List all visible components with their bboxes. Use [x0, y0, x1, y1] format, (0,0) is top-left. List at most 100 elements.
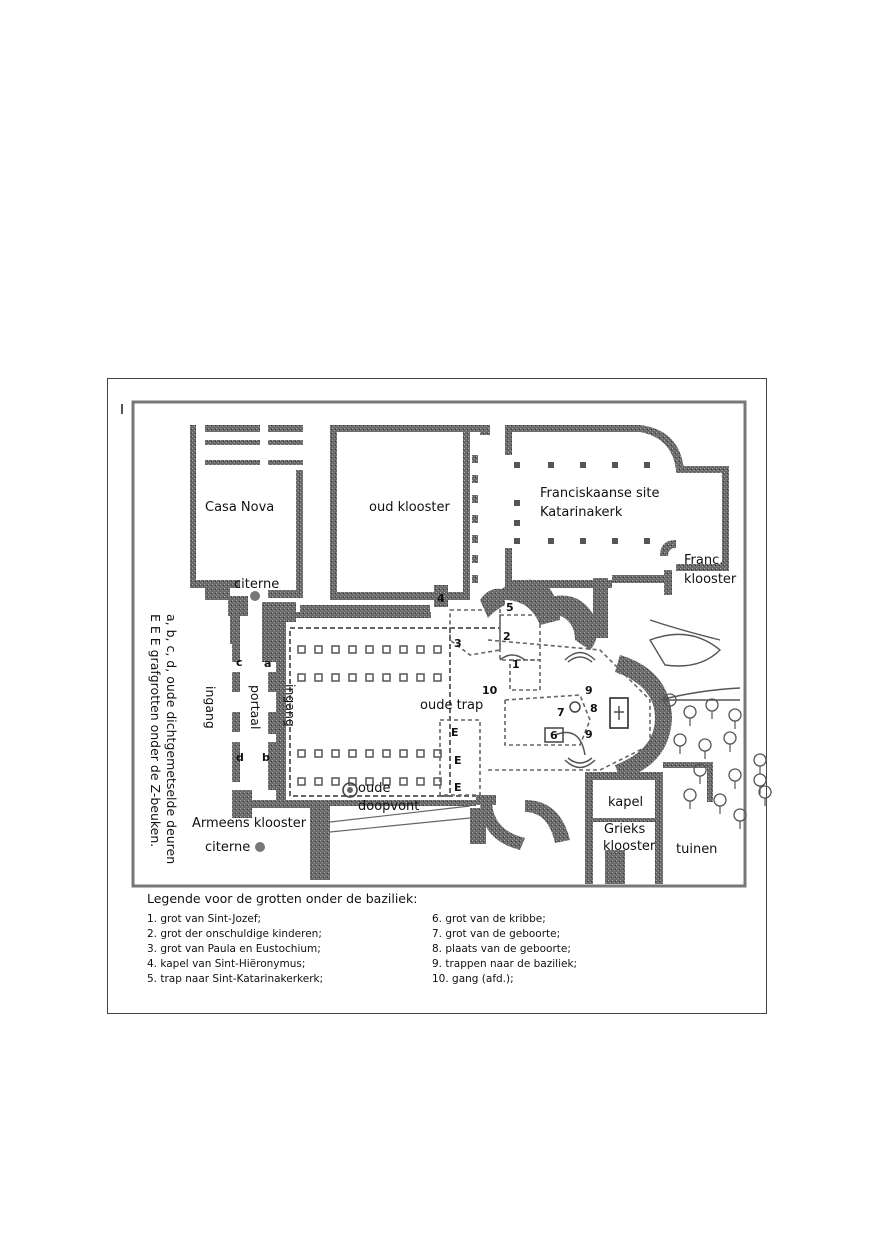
legend-item: 9. trappen naar de baziliek; — [432, 958, 578, 970]
column-marker — [399, 673, 408, 682]
casa-nova-block — [190, 425, 303, 598]
narthex-walls — [230, 612, 320, 818]
label-portaal: portaal — [248, 685, 263, 729]
label-oude: oude — [358, 781, 390, 796]
column-marker — [348, 673, 357, 682]
map-labels: Casa Nova oud klooster Franciskaanse sit… — [148, 486, 737, 864]
legend-item: 8. plaats van de geboorte; — [432, 943, 571, 955]
tree-mark — [673, 733, 687, 747]
marker-3: 3 — [454, 637, 462, 650]
legend-item: 1. grot van Sint-Jozef; — [147, 913, 262, 925]
column-marker — [365, 673, 374, 682]
tree-mark — [683, 788, 697, 802]
label-doopvont: doopvont — [358, 799, 419, 814]
south-stair — [329, 805, 471, 833]
apse-arches — [499, 651, 596, 769]
label-casa-nova: Casa Nova — [205, 500, 274, 515]
tree-mark — [753, 773, 767, 787]
column-marker — [399, 645, 408, 654]
east-garden — [648, 619, 741, 701]
label-ingang-right: ingang — [283, 684, 298, 727]
nave-outer-walls — [286, 612, 476, 806]
map-markers: 1 2 3 4 5 6 7 8 9 9 10 a b c d E E E — [236, 592, 598, 794]
outer-boundary — [131, 400, 747, 888]
label-oud-klooster: oud klooster — [369, 500, 450, 515]
label-oude-trap: oude trap — [420, 698, 483, 713]
marker-b: b — [262, 751, 270, 764]
column-marker — [416, 673, 425, 682]
nave-columns — [297, 645, 442, 786]
label-tuinen: tuinen — [676, 842, 717, 857]
tree-mark — [698, 738, 712, 752]
marker-5: 5 — [506, 601, 514, 614]
south-chapels — [310, 762, 713, 884]
tree-mark — [723, 731, 737, 745]
column-marker — [382, 749, 391, 758]
column-marker — [433, 673, 442, 682]
column-marker — [348, 777, 357, 786]
column-marker — [416, 777, 425, 786]
column-marker — [416, 645, 425, 654]
katarinakerk-block — [505, 425, 729, 638]
marker-e-3: E — [454, 781, 462, 794]
marker-9-top: 9 — [585, 684, 593, 697]
legend-left-column: 1. grot van Sint-Jozef; 2. grot der onsc… — [147, 912, 323, 987]
column-marker — [297, 749, 306, 758]
legend-item: 2. grot der onschuldige kinderen; — [147, 928, 322, 940]
column-marker — [433, 645, 442, 654]
side-note-line1: a, b, c, d, oude dichtgemetselde deuren — [164, 614, 179, 864]
doopvont-mark — [342, 782, 358, 798]
label-grieks: Grieks — [604, 822, 646, 837]
column-marker — [382, 673, 391, 682]
citerne-bottom-mark — [255, 842, 265, 852]
label-franc: Franc. — [684, 553, 723, 568]
column-marker — [314, 777, 323, 786]
marker-c: c — [236, 656, 243, 669]
katarinakerk-columns — [514, 462, 650, 544]
legend-item: 6. grot van de kribbe; — [432, 913, 546, 925]
column-marker — [433, 749, 442, 758]
column-marker — [314, 749, 323, 758]
column-marker — [365, 645, 374, 654]
label-grieks-klooster: klooster — [603, 839, 656, 854]
legend-item: 3. grot van Paula en Eustochium; — [147, 943, 321, 955]
label-citerne-bottom: citerne — [205, 840, 250, 855]
marker-4: 4 — [437, 592, 445, 605]
column-marker — [314, 673, 323, 682]
legend-item: 10. gang (afd.); — [432, 973, 514, 985]
garden-trees — [663, 693, 772, 829]
tree-mark — [758, 785, 772, 799]
birth-place-mark — [569, 701, 581, 713]
column-marker — [297, 673, 306, 682]
tree-mark — [713, 793, 727, 807]
column-marker — [348, 645, 357, 654]
tree-mark — [705, 698, 719, 712]
column-marker — [331, 777, 340, 786]
column-marker — [382, 645, 391, 654]
tree-mark — [753, 753, 767, 767]
marker-d: d — [236, 751, 244, 764]
column-marker — [433, 777, 442, 786]
label-armeens-klooster: Armeens klooster — [192, 816, 307, 831]
tree-mark — [728, 768, 742, 782]
marker-6: 6 — [550, 729, 558, 742]
column-marker — [365, 749, 374, 758]
column-marker — [331, 645, 340, 654]
tree-mark — [683, 705, 697, 719]
column-marker — [382, 777, 391, 786]
legend-item: 7. grot van de geboorte; — [432, 928, 561, 940]
column-marker — [365, 777, 374, 786]
tree-mark — [728, 708, 742, 722]
column-marker — [348, 749, 357, 758]
marker-1: 1 — [512, 658, 520, 671]
citerne-top-mark — [250, 591, 260, 601]
column-marker — [297, 645, 306, 654]
marker-10: 10 — [482, 684, 498, 697]
marker-2: 2 — [503, 630, 511, 643]
marker-7: 7 — [557, 706, 565, 719]
label-kapel: kapel — [608, 795, 643, 810]
label-ingang-left: ingang — [203, 686, 218, 729]
nave-outline — [289, 627, 500, 797]
column-marker — [331, 749, 340, 758]
